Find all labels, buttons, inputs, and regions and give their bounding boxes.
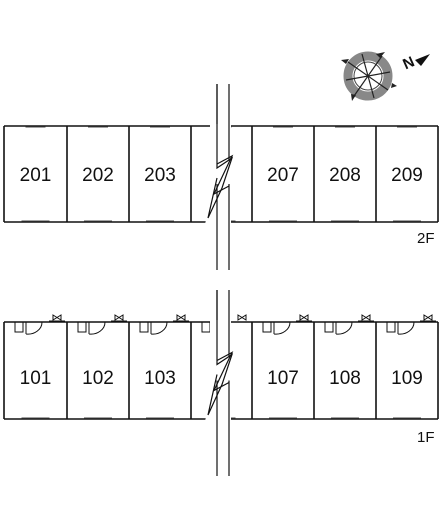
door-icon bbox=[14, 314, 65, 335]
unit-label: 208 bbox=[329, 165, 361, 186]
compass-label: N bbox=[400, 53, 417, 73]
unit-109: 109 bbox=[386, 314, 436, 389]
door-icon bbox=[77, 314, 127, 335]
floor-2f-label: 2F bbox=[417, 230, 435, 247]
unit-103: 103 bbox=[139, 314, 189, 389]
unit-label: 101 bbox=[20, 368, 52, 389]
unit-101: 101 bbox=[14, 314, 65, 389]
unit-107: 107 bbox=[262, 314, 312, 389]
unit-label: 107 bbox=[267, 368, 299, 389]
unit-label: 109 bbox=[391, 368, 423, 389]
unit-label: 203 bbox=[144, 165, 176, 186]
break-mark-top bbox=[205, 84, 236, 270]
unit-label: 102 bbox=[82, 368, 114, 389]
unit-label: 201 bbox=[20, 165, 52, 186]
unit-202: 202 bbox=[82, 165, 114, 186]
compass-rose-icon bbox=[341, 51, 397, 101]
unit-108: 108 bbox=[324, 314, 374, 389]
unit-208: 208 bbox=[329, 165, 361, 186]
unit-203: 203 bbox=[144, 165, 176, 186]
unit-209: 209 bbox=[391, 165, 423, 186]
door-icon bbox=[262, 314, 312, 335]
floor-1f-label: 1F bbox=[417, 429, 435, 446]
door-icon bbox=[386, 314, 436, 335]
door-icon bbox=[139, 314, 189, 335]
floor-2f-units: 201 202 203 207 208 209 bbox=[20, 165, 423, 186]
north-indicator-icon: N bbox=[400, 53, 430, 73]
unit-201: 201 bbox=[20, 165, 52, 186]
unit-label: 207 bbox=[267, 165, 299, 186]
break-mark-bottom bbox=[205, 290, 236, 476]
door-icon bbox=[324, 314, 374, 335]
unit-label: 209 bbox=[391, 165, 423, 186]
unit-label: 103 bbox=[144, 368, 176, 389]
unit-label: 108 bbox=[329, 368, 361, 389]
unit-label: 202 bbox=[82, 165, 114, 186]
unit-102: 102 bbox=[77, 314, 127, 389]
unit-207: 207 bbox=[267, 165, 299, 186]
